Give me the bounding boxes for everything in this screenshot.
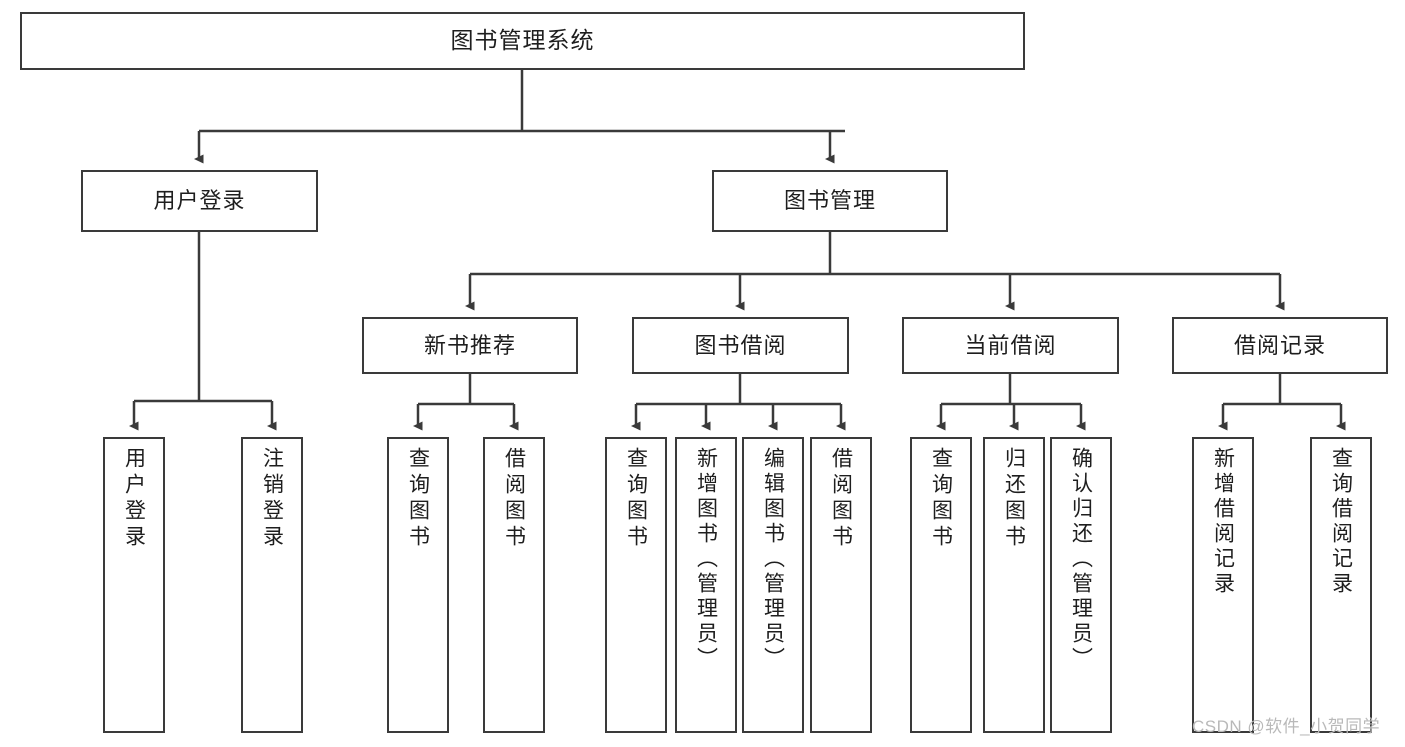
node-book-management-label: 图书管理 (783, 188, 876, 214)
node-borrow-record[interactable]: 借阅记录 (1172, 317, 1388, 374)
node-new-book-recommend[interactable]: 新书推荐 (362, 317, 578, 374)
leaf-current-confirm-return-admin[interactable]: 确认归还（管理员） (1050, 437, 1112, 733)
leaf-newbook-query-books-label: 查询图书 (406, 447, 430, 551)
node-borrow-record-label: 借阅记录 (1233, 332, 1326, 358)
leaf-user-login-label: 用户登录 (122, 447, 146, 551)
leaf-borrow-lend-books[interactable]: 借阅图书 (810, 437, 872, 733)
node-user-login[interactable]: 用户登录 (81, 170, 318, 232)
node-new-book-recommend-label: 新书推荐 (423, 332, 516, 358)
node-book-management[interactable]: 图书管理 (712, 170, 948, 232)
leaf-record-add-record-label: 新增借阅记录 (1211, 447, 1235, 597)
node-book-borrow[interactable]: 图书借阅 (632, 317, 849, 374)
csdn-watermark: CSDN @软件_小贺同学 (1192, 717, 1381, 736)
leaf-borrow-lend-books-label: 借阅图书 (829, 447, 853, 551)
leaf-user-login[interactable]: 用户登录 (103, 437, 165, 733)
leaf-borrow-query-books-label: 查询图书 (624, 447, 648, 551)
leaf-borrow-edit-book-admin[interactable]: 编辑图书（管理员） (742, 437, 804, 733)
leaf-record-query-record[interactable]: 查询借阅记录 (1310, 437, 1372, 733)
leaf-current-confirm-return-admin-label: 确认归还（管理员） (1069, 447, 1093, 672)
leaf-borrow-query-books[interactable]: 查询图书 (605, 437, 667, 733)
node-book-borrow-label: 图书借阅 (694, 332, 787, 358)
leaf-record-add-record[interactable]: 新增借阅记录 (1192, 437, 1254, 733)
leaf-current-query-books-label: 查询图书 (929, 447, 953, 551)
node-current-borrow-label: 当前借阅 (964, 332, 1057, 358)
leaf-current-query-books[interactable]: 查询图书 (910, 437, 972, 733)
leaf-newbook-borrow-books-label: 借阅图书 (502, 447, 526, 551)
leaf-borrow-add-book-admin[interactable]: 新增图书（管理员） (675, 437, 737, 733)
leaf-newbook-query-books[interactable]: 查询图书 (387, 437, 449, 733)
leaf-borrow-add-book-admin-label: 新增图书（管理员） (694, 447, 718, 672)
node-root-label: 图书管理系统 (450, 27, 595, 54)
leaf-logout[interactable]: 注销登录 (241, 437, 303, 733)
leaf-borrow-edit-book-admin-label: 编辑图书（管理员） (761, 447, 785, 672)
node-current-borrow[interactable]: 当前借阅 (902, 317, 1119, 374)
node-user-login-label: 用户登录 (153, 188, 246, 214)
node-root[interactable]: 图书管理系统 (20, 12, 1025, 70)
leaf-current-return-books[interactable]: 归还图书 (983, 437, 1045, 733)
leaf-newbook-borrow-books[interactable]: 借阅图书 (483, 437, 545, 733)
leaf-logout-label: 注销登录 (260, 447, 284, 551)
leaf-record-query-record-label: 查询借阅记录 (1329, 447, 1353, 597)
leaf-current-return-books-label: 归还图书 (1002, 447, 1026, 551)
